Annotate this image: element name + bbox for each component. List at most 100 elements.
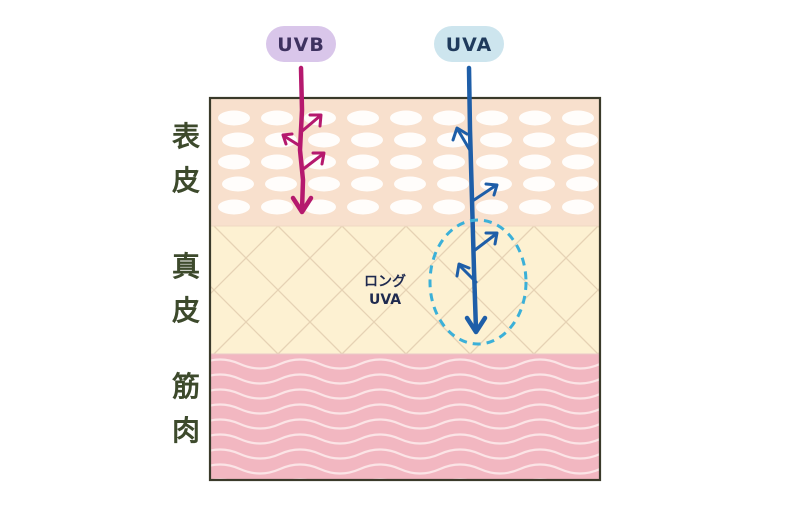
scatter-branch <box>472 184 497 202</box>
scatter-branch <box>456 128 473 154</box>
epidermis-cell <box>308 132 340 148</box>
epidermis-cell <box>433 154 465 170</box>
muscle-fiber <box>210 433 600 445</box>
uvb-label: UVB <box>277 34 325 56</box>
scatter-branch <box>282 134 302 148</box>
epidermis-cell <box>562 199 594 215</box>
epidermis-cell <box>476 110 508 126</box>
epidermis-cell <box>433 199 465 215</box>
uvb-arrow <box>281 65 326 215</box>
epidermis-cell <box>476 154 508 170</box>
uva-badge <box>434 26 504 62</box>
epidermis-cell <box>480 132 512 148</box>
epidermis-cell <box>261 199 293 215</box>
uva-label: UVA <box>446 34 493 56</box>
muscle-fiber <box>210 448 600 460</box>
epidermis-cell <box>519 110 551 126</box>
scatter-branch <box>458 264 478 284</box>
scatter-branch <box>300 152 325 172</box>
collagen-fiber <box>662 226 790 354</box>
collagen-fiber <box>213 226 343 354</box>
collagen-fiber <box>210 226 279 295</box>
epidermis-cell <box>562 110 594 126</box>
epidermis-cell <box>222 176 254 192</box>
epidermis-cells <box>218 110 598 215</box>
epidermis-cell <box>222 132 254 148</box>
scatter-arrowhead <box>281 132 294 146</box>
ray-shaft <box>297 65 306 213</box>
epidermis-cell <box>351 132 383 148</box>
epidermis-cell <box>523 132 555 148</box>
collagen-fiber <box>405 226 535 354</box>
collagen-fiber <box>597 226 600 229</box>
muscle-fiber <box>210 373 600 385</box>
epidermis-cell <box>261 154 293 170</box>
muscle-label-1: 筋 <box>172 370 200 403</box>
epidermis-cell <box>218 110 250 126</box>
epidermis-cell <box>433 110 465 126</box>
long-uva-label-line1: ロング <box>364 273 406 290</box>
epidermis-cell <box>566 132 598 148</box>
muscle-fiber <box>210 463 600 475</box>
epidermis-cell <box>218 154 250 170</box>
muscle-label-2: 肉 <box>172 414 200 447</box>
epidermis-cell <box>304 154 336 170</box>
epidermis-cell <box>347 110 379 126</box>
long-uva-label-line2: UVA <box>369 292 401 308</box>
collagen-fiber <box>469 226 599 354</box>
collagen-fiber <box>662 226 790 354</box>
muscle-fibers <box>210 358 600 480</box>
uva-arrow <box>451 65 499 335</box>
epidermis-cell <box>476 199 508 215</box>
epidermis-cell <box>390 110 422 126</box>
epidermis-cell <box>308 176 340 192</box>
collagen-fiber <box>597 351 600 354</box>
epidermis-cell <box>437 176 469 192</box>
epidermis-cell <box>261 110 293 126</box>
muscle-fiber <box>210 388 600 400</box>
epidermis-label-2: 皮 <box>172 164 200 197</box>
scatter-arrowhead <box>451 126 469 142</box>
epidermis-cell <box>304 199 336 215</box>
dermis-label-1: 真 <box>172 250 200 283</box>
ray-shaft <box>466 65 479 333</box>
collagen-fiber <box>341 226 471 354</box>
epidermis-cell <box>566 176 598 192</box>
scatter-arrowhead <box>484 231 499 246</box>
epidermis-cell <box>519 154 551 170</box>
scatter-arrowhead <box>484 182 499 197</box>
collagen-fiber <box>533 287 600 354</box>
epidermis-cell <box>265 176 297 192</box>
epidermis-cell <box>347 199 379 215</box>
scatter-arrowhead <box>308 113 323 128</box>
epidermis-cell <box>519 199 551 215</box>
diagram-frame <box>208 96 602 482</box>
epidermis-label-1: 表 <box>172 120 200 153</box>
epidermis-cell <box>390 199 422 215</box>
muscle-fiber <box>210 358 600 370</box>
scatter-branch <box>299 114 322 134</box>
epidermis-cell <box>218 199 250 215</box>
collagen-fiber <box>277 226 407 354</box>
uvb-badge <box>266 26 336 62</box>
ray-arrowhead <box>464 315 488 335</box>
epidermis-cell <box>394 132 426 148</box>
epidermis-cell <box>394 176 426 192</box>
muscle-fiber <box>210 403 600 415</box>
dermis-layer <box>210 226 600 354</box>
epidermis-cell <box>390 154 422 170</box>
scatter-branch <box>473 232 498 252</box>
dermis-label-2: 皮 <box>172 294 200 327</box>
long-uva-highlight <box>428 218 528 346</box>
muscle-layer <box>210 354 600 480</box>
epidermis-cell <box>351 176 383 192</box>
epidermis-cell <box>562 154 594 170</box>
epidermis-cell <box>265 132 297 148</box>
scatter-arrowhead <box>311 151 326 166</box>
epidermis-cell <box>347 154 379 170</box>
scatter-arrowhead <box>455 262 471 278</box>
muscle-fiber <box>210 418 600 430</box>
epidermis-cell <box>523 176 555 192</box>
ray-arrowhead <box>290 195 314 215</box>
